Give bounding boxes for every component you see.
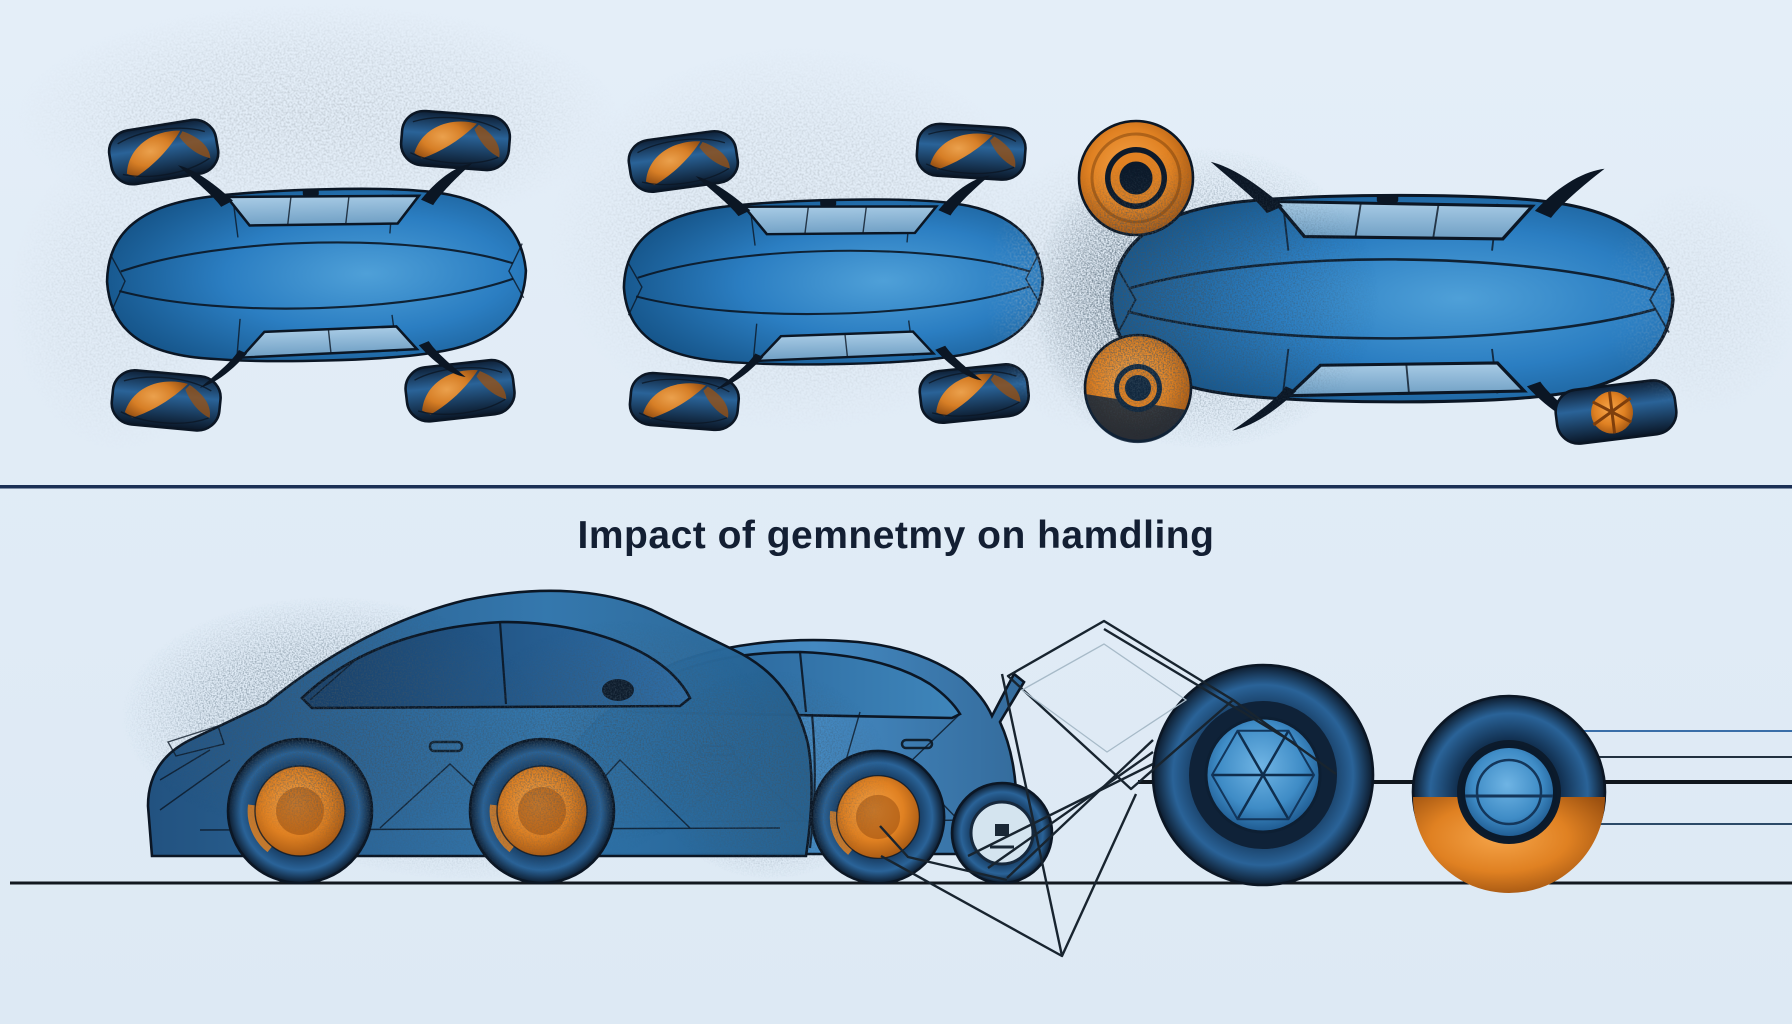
top-view-car-3 <box>1030 119 1678 450</box>
bottom-section <box>10 589 1792 958</box>
body-dark-noise-sill <box>250 700 690 880</box>
top-section <box>10 3 1792 450</box>
wheel-rear-right <box>401 356 519 425</box>
wheel-rear-left <box>108 367 224 434</box>
caption-title: Impact of gemnetmy on hamdling <box>577 514 1215 557</box>
wheel-large-orange-blue <box>1411 694 1607 893</box>
wheel-front-right <box>914 121 1029 183</box>
wheel-rear-left <box>626 370 742 433</box>
wheel-large-blue <box>1151 663 1375 887</box>
noise-blob-right <box>1600 185 1792 415</box>
wheel-front-right <box>398 108 513 173</box>
divider-line <box>0 485 1792 489</box>
body-dark-noise-rear <box>650 670 890 880</box>
wireframe-lattice <box>879 619 1337 958</box>
front-dark-noise-dense <box>1035 160 1215 440</box>
side-view-car-1 <box>120 589 890 883</box>
